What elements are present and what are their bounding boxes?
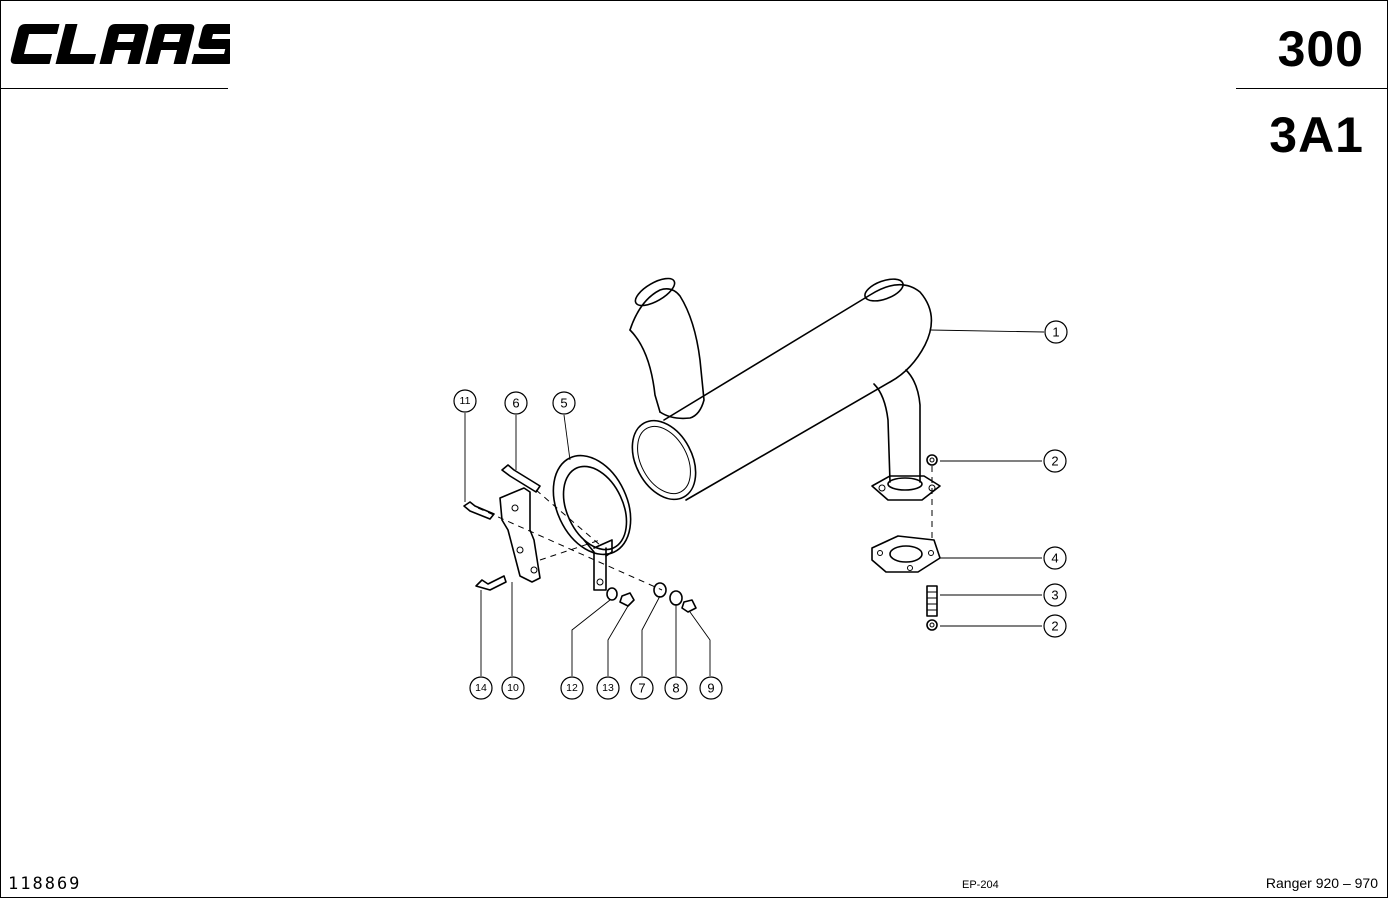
outlet-fasteners: [926, 454, 938, 631]
svg-text:14: 14: [475, 682, 487, 694]
svg-text:6: 6: [512, 396, 519, 411]
svg-text:11: 11: [460, 395, 471, 407]
bolts: [463, 464, 541, 591]
svg-text:12: 12: [566, 682, 578, 694]
callouts: 1 2 4 3 2 11 6 5 14 10 12 13 7 8 9: [453, 320, 1068, 700]
logo-rule: [0, 88, 228, 89]
section-rule: [1236, 88, 1388, 89]
ep-code: EP-204: [962, 879, 999, 891]
svg-text:10: 10: [507, 682, 519, 694]
muffler: [629, 277, 941, 501]
callout: 4: [1043, 546, 1067, 570]
mounting-bracket: [499, 487, 541, 583]
claas-logo: [10, 24, 230, 64]
svg-text:13: 13: [602, 682, 614, 694]
callout: 10: [501, 676, 525, 700]
callout: 7: [630, 676, 654, 700]
callout: 11: [453, 389, 477, 413]
svg-text:8: 8: [672, 681, 679, 696]
washers-and-nuts: [606, 582, 697, 613]
svg-text:3: 3: [1051, 588, 1058, 603]
svg-text:4: 4: [1051, 551, 1058, 566]
subsection-code: 3A1: [1269, 107, 1364, 163]
model-range: Ranger 920 – 970: [1265, 875, 1378, 891]
assembly-lines: [477, 489, 663, 591]
callout: 2: [1043, 614, 1067, 638]
svg-text:1: 1: [1052, 325, 1059, 340]
reference-number: 118869: [8, 874, 82, 894]
callout: 13: [596, 676, 620, 700]
svg-text:5: 5: [560, 396, 567, 411]
callout: 5: [552, 391, 576, 415]
callout: 6: [504, 391, 528, 415]
callout: 14: [469, 676, 493, 700]
svg-text:2: 2: [1051, 454, 1058, 469]
callout: 3: [1043, 583, 1067, 607]
callout: 12: [560, 676, 584, 700]
leader-lines: [464, 329, 1045, 676]
svg-text:2: 2: [1051, 619, 1058, 634]
svg-text:7: 7: [638, 681, 645, 696]
section-code: 300: [1277, 21, 1364, 77]
callout: 1: [1044, 320, 1068, 344]
callout: 9: [699, 676, 723, 700]
svg-text:9: 9: [707, 681, 714, 696]
callout: 2: [1043, 449, 1067, 473]
callout: 8: [664, 676, 688, 700]
gasket: [871, 535, 941, 573]
clamp-band: [552, 454, 632, 591]
